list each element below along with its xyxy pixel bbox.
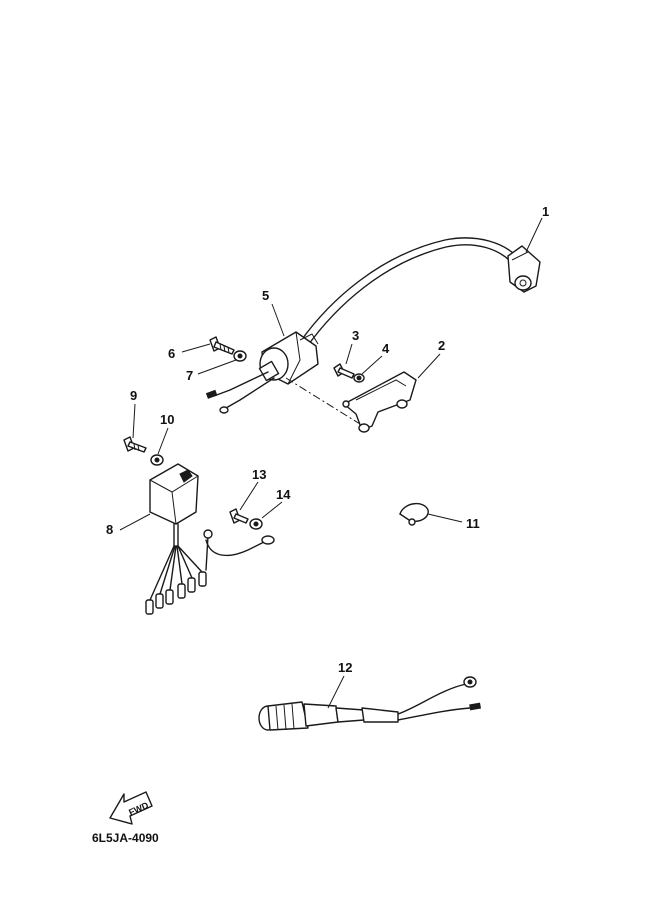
callout-1: 1 <box>542 204 549 219</box>
callout-5: 5 <box>262 288 269 303</box>
spark-plug-cap-and-lead <box>299 237 541 349</box>
callout-11: 11 <box>466 516 480 531</box>
stop-switch-lead <box>258 676 482 731</box>
bracket-screw <box>333 363 355 379</box>
callout-10: 10 <box>160 412 174 427</box>
cdi-washer <box>150 454 164 466</box>
coil-bracket <box>342 371 417 433</box>
wire-clip <box>399 503 429 526</box>
callout-3: 3 <box>352 328 359 343</box>
ground-screw <box>229 508 249 524</box>
ignition-coil <box>205 331 361 425</box>
callout-2: 2 <box>438 338 445 353</box>
callout-labels: 1 2 3 4 5 6 7 8 9 10 11 12 13 14 <box>106 204 549 675</box>
callout-13: 13 <box>252 467 266 482</box>
coil-screw <box>209 336 235 355</box>
bracket-washer <box>353 373 365 383</box>
callout-12: 12 <box>338 660 352 675</box>
cdi-screw <box>123 436 147 453</box>
leader-lines <box>119 217 543 709</box>
ground-washer <box>249 518 263 530</box>
coil-washer <box>233 350 247 362</box>
cdi-unit <box>145 463 275 615</box>
callout-4: 4 <box>382 341 390 356</box>
callout-6: 6 <box>168 346 175 361</box>
forward-direction-arrow: FWD <box>109 791 153 825</box>
callout-9: 9 <box>130 388 137 403</box>
callout-7: 7 <box>186 368 193 383</box>
drawing-code: 6L5JA-4090 <box>92 831 159 845</box>
callout-8: 8 <box>106 522 113 537</box>
callout-14: 14 <box>276 487 291 502</box>
